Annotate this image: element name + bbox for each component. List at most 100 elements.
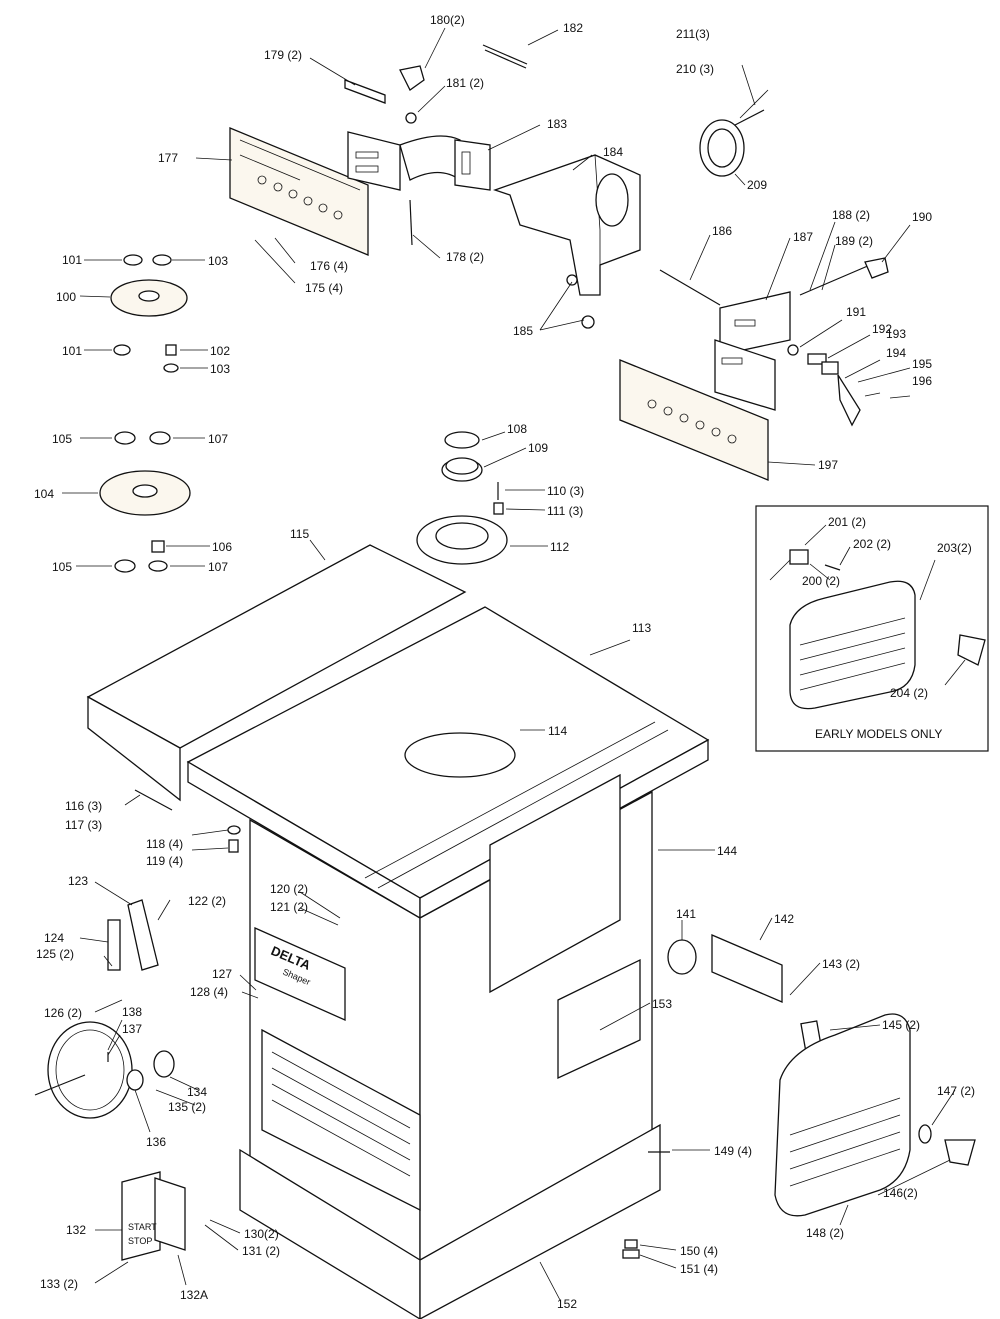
callout-183: 183	[547, 117, 567, 131]
table-insert-upper	[110, 254, 188, 373]
callout-144: 144	[717, 844, 737, 858]
callout-131: 131 (2)	[242, 1244, 280, 1258]
callout-180: 180(2)	[430, 13, 465, 27]
callout-211: 211(3)	[676, 27, 710, 41]
callout-101b: 101	[62, 344, 82, 358]
callout-187: 187	[793, 230, 813, 244]
fence-clamp-parts	[344, 44, 528, 246]
callout-190: 190	[912, 210, 932, 224]
side-handle-parts	[107, 789, 241, 971]
callout-111: 111 (3)	[547, 504, 583, 518]
callout-181: 181 (2)	[446, 76, 484, 90]
callout-177: 177	[158, 151, 178, 165]
callout-107b: 107	[208, 560, 228, 574]
callout-103b: 103	[210, 362, 230, 376]
callout-112: 112	[550, 540, 569, 554]
callout-197: 197	[818, 458, 838, 472]
pulley-cover-parts	[667, 934, 783, 1003]
callout-204: 204 (2)	[890, 686, 928, 700]
handwheel	[34, 1021, 175, 1119]
callout-188: 188 (2)	[832, 208, 870, 222]
switch-off-label: STOP	[128, 1236, 152, 1246]
switch-on-label: START	[128, 1222, 157, 1232]
inset-caption: EARLY MODELS ONLY	[815, 727, 942, 741]
early-models-inset: EARLY MODELS ONLY	[755, 505, 989, 752]
callout-103a: 103	[208, 254, 228, 268]
callout-186: 186	[712, 224, 732, 238]
callout-119: 119 (4)	[146, 854, 183, 868]
callout-176: 176 (4)	[310, 259, 348, 273]
callout-102: 102	[210, 344, 230, 358]
callout-100: 100	[56, 290, 76, 304]
callout-134: 134	[187, 1085, 207, 1099]
right-fence-board	[619, 359, 769, 481]
callout-130: 130(2)	[244, 1227, 279, 1241]
callout-133: 133 (2)	[40, 1277, 78, 1291]
table-insert-lower	[99, 431, 191, 573]
callout-191: 191	[846, 305, 866, 319]
callout-127: 127	[212, 967, 232, 981]
callout-101a: 101	[62, 253, 82, 267]
dust-hood	[492, 154, 641, 329]
callout-146: 146(2)	[883, 1186, 918, 1200]
callout-143: 143 (2)	[822, 957, 860, 971]
callout-203: 203(2)	[937, 541, 972, 555]
callout-122: 122 (2)	[188, 894, 226, 908]
callout-151: 151 (4)	[680, 1262, 718, 1276]
callout-194: 194	[886, 346, 906, 360]
callout-189: 189 (2)	[835, 234, 873, 248]
callout-201: 201 (2)	[828, 515, 866, 529]
callout-125: 125 (2)	[36, 947, 74, 961]
callout-110: 110 (3)	[547, 484, 584, 498]
callout-196: 196	[912, 374, 932, 388]
callout-142: 142	[774, 912, 794, 926]
callout-108: 108	[507, 422, 527, 436]
callout-106: 106	[212, 540, 232, 554]
callout-136: 136	[146, 1135, 166, 1149]
callout-123: 123	[68, 874, 88, 888]
callout-137: 137	[122, 1022, 142, 1036]
nameplate: DELTA Shaper	[254, 926, 346, 1022]
callout-150: 150 (4)	[680, 1244, 718, 1258]
callout-115: 115	[290, 527, 309, 541]
callout-118: 118 (4)	[146, 837, 183, 851]
callout-149: 149 (4)	[714, 1144, 752, 1158]
callout-135: 135 (2)	[168, 1100, 206, 1114]
callouts: 180(2) 182 211(3) 179 (2) 181 (2) 210 (3…	[34, 13, 975, 1311]
callout-152: 152	[557, 1297, 577, 1311]
callout-109: 109	[528, 441, 548, 455]
callout-193: 193	[886, 327, 906, 341]
callout-105a: 105	[52, 432, 72, 446]
dust-port	[699, 109, 765, 177]
switch-box: START STOP	[121, 1171, 186, 1261]
callout-178: 178 (2)	[446, 250, 484, 264]
leader-lines	[62, 27, 966, 1301]
table-extension	[86, 544, 467, 802]
callout-120: 120 (2)	[270, 882, 308, 896]
callout-114: 114	[548, 724, 567, 738]
callout-145: 145 (2)	[882, 1018, 920, 1032]
callout-210: 210 (3)	[676, 62, 714, 76]
callout-179: 179 (2)	[264, 48, 302, 62]
callout-209: 209	[747, 178, 767, 192]
callout-107a: 107	[208, 432, 228, 446]
callout-113: 113	[632, 621, 651, 635]
left-fence-bracket	[347, 131, 491, 191]
callout-195: 195	[912, 357, 932, 371]
callout-116: 116 (3)	[65, 799, 102, 813]
spec-plate	[557, 958, 641, 1080]
spindle-rings	[416, 431, 508, 565]
left-fence-board	[229, 127, 369, 256]
callout-175: 175 (4)	[305, 281, 343, 295]
callout-153: 153	[652, 997, 672, 1011]
callout-148: 148 (2)	[806, 1226, 844, 1240]
callout-192: 192	[872, 322, 892, 336]
callout-132: 132	[66, 1223, 86, 1237]
callout-121: 121 (2)	[270, 900, 308, 914]
right-fence-bracket	[659, 257, 889, 427]
callout-200: 200 (2)	[802, 574, 840, 588]
callout-182: 182	[563, 21, 583, 35]
foot-hardware	[622, 1151, 670, 1259]
callout-128: 128 (4)	[190, 985, 228, 999]
